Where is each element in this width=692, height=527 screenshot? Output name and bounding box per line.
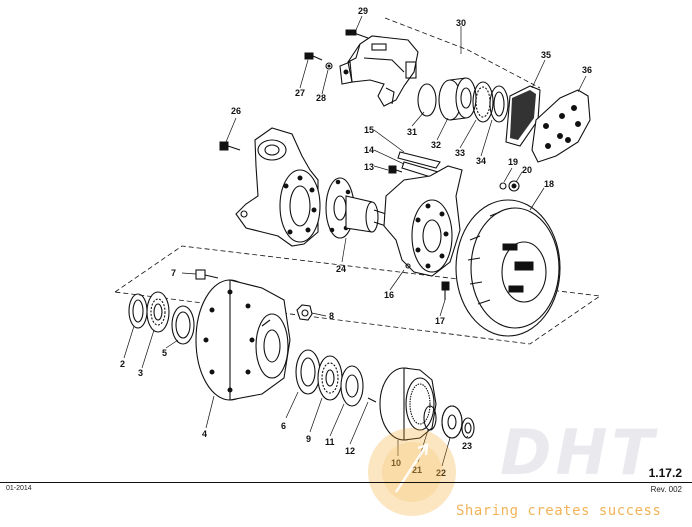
part-21-snap-ring [423,405,437,431]
steering-knuckle [235,127,321,247]
callout-15: 15 [364,125,374,135]
part-7-wheel-stud [195,269,219,280]
callout-36: 36 [582,65,592,75]
leader-lines [123,15,587,467]
part-3-bearing [146,291,170,333]
callout-12: 12 [345,446,355,456]
part-27-screw [304,52,323,61]
callout-32: 32 [431,140,441,150]
part-10-ring-gear [379,367,437,441]
part-30-caliper [339,35,419,107]
callout-30: 30 [456,18,466,28]
part-2-seal [128,293,148,329]
document-code: 01-2014 [6,485,32,492]
callout-labels: 29 30 35 36 27 28 31 32 33 34 26 15 14 1… [120,6,592,478]
watermark-tagline: Sharing creates success [456,503,662,519]
part-24-spindle [325,177,387,239]
callout-6: 6 [281,421,286,431]
part-8-nut [296,304,313,321]
arrow-icon [394,443,429,493]
callout-28: 28 [316,93,326,103]
part-28-washer [325,62,333,70]
callout-19: 19 [508,157,518,167]
part-35-brake-pad [505,85,541,147]
callout-11: 11 [325,437,335,447]
callout-17: 17 [435,316,445,326]
callout-24: 24 [336,264,346,274]
part-11-nut [340,365,364,407]
part-18-brake-disc [455,199,561,337]
callout-33: 33 [455,148,465,158]
part-31-seal-ring [417,83,437,117]
callout-5: 5 [162,348,167,358]
part-9-bearing [317,355,343,401]
part-17-bolt [441,281,450,300]
callout-2: 2 [120,359,125,369]
callout-14: 14 [364,145,374,155]
part-36-backing-plate [531,89,591,163]
part-20-nut [508,180,520,192]
callout-20: 20 [522,165,532,175]
part-5-race [171,305,195,345]
callout-26: 26 [231,106,241,116]
part-12-pin [367,397,377,403]
footer-rule [0,482,692,483]
revision-label: Rev. 002 [650,485,682,494]
caliper-assembly-frame [384,17,541,89]
part-29-bleed-screw [345,29,369,39]
part-13-bolt [388,165,403,174]
page-reference: 1.17.2 [648,466,682,480]
callout-31: 31 [407,127,417,137]
callout-23: 23 [462,441,472,451]
part-19-washer [499,182,507,190]
part-23-thrust-ring [461,417,475,439]
part-32-piston [438,77,477,121]
callout-35: 35 [541,50,551,60]
part-15-plate [397,151,441,169]
callout-18: 18 [544,179,554,189]
callout-9: 9 [306,434,311,444]
callout-13: 13 [364,162,374,172]
callout-22: 22 [436,468,446,478]
part-16-anchor-plate [383,165,463,277]
part-34-retaining-ring [489,85,509,123]
part-22-gear [441,405,463,439]
callout-34: 34 [476,156,486,166]
part-26-bolt [219,141,241,151]
callout-7: 7 [171,268,176,278]
part-6-seal [295,349,321,395]
callout-16: 16 [384,290,394,300]
callout-3: 3 [138,368,143,378]
callout-29: 29 [358,6,368,16]
callout-27: 27 [295,88,305,98]
callout-8: 8 [329,311,334,321]
callout-4: 4 [202,429,207,439]
watermark-logo [368,428,456,516]
callout-10: 10 [391,458,401,468]
callout-21: 21 [412,465,422,475]
watermark-brand: DHT [500,416,658,489]
part-4-wheel-hub [195,279,291,401]
